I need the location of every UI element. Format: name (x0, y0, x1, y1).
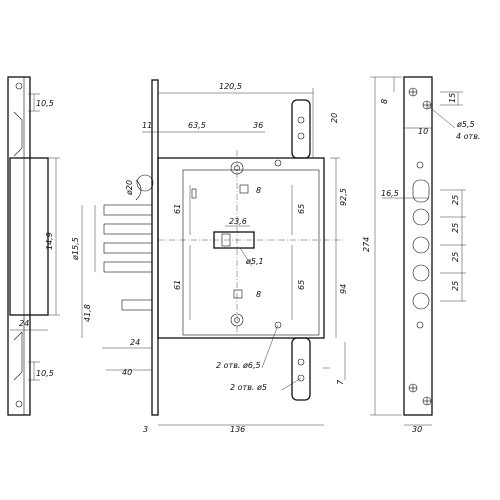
dim-41-8: 41,8 (83, 304, 92, 322)
faceplate (151, 79, 159, 416)
dim-14-9: 14,9 (45, 232, 54, 250)
bolt-hole-3 (412, 264, 430, 282)
dim-4-holes: 4 отв. (456, 132, 480, 141)
bolt-4 (103, 261, 153, 273)
dim-61-upper: 61 (173, 204, 182, 214)
dim-25-c: 25 (451, 252, 460, 262)
dim-92-5: 92,5 (339, 188, 348, 206)
dim-65-upper: 65 (297, 204, 306, 214)
dim-136: 136 (230, 425, 245, 434)
callout-holes-6-5: 2 отв. ø6,5 (216, 361, 261, 370)
dim-25-b: 25 (451, 223, 460, 233)
top-tab-hole (297, 116, 305, 124)
dim-8-upper: 8 (256, 186, 261, 195)
upper-square (239, 184, 249, 194)
latch-slot (412, 179, 430, 203)
dim-20-top: 20 (330, 113, 339, 123)
dim-61-lower: 61 (173, 280, 182, 290)
dim-63-5: 63,5 (188, 121, 206, 130)
dim-11: 11 (142, 121, 152, 130)
strike-lip-bottom (13, 331, 23, 381)
bolt-hole-4 (412, 292, 430, 310)
dim-10-5-top: 10,5 (36, 99, 54, 108)
top-mount-tab (291, 99, 311, 159)
dim-23-6: 23,6 (229, 217, 247, 226)
dim-phi20: ø20 (125, 180, 134, 196)
dim-10: 10 (418, 127, 428, 136)
dim-40: 40 (122, 368, 132, 377)
dim-8-lower: 8 (256, 290, 261, 299)
bolt-2 (103, 223, 153, 235)
faceplate-view: 274 8 15 10 ø5,5 4 отв. 16,5 25 25 25 25… (362, 76, 480, 434)
dim-94: 94 (339, 284, 348, 294)
dim-7: 7 (336, 379, 345, 385)
callout-holes-5: 2 отв. ø5 (230, 383, 267, 392)
dim-15: 15 (448, 93, 457, 103)
dim-25-a: 25 (451, 195, 460, 205)
bottom-mount-tab (291, 337, 311, 401)
dim-8-right: 8 (380, 99, 389, 104)
strike-plate-view: 10,5 14,9 24 10,5 (7, 76, 60, 416)
dim-10-5-bottom: 10,5 (36, 369, 54, 378)
bolt-hole-2 (412, 236, 430, 254)
dim-30: 30 (412, 425, 422, 434)
dim-24-left: 24 (19, 319, 29, 328)
lock-body-view: 120,5 63,5 36 11 20 92,5 ø20 8 61 65 23,… (71, 79, 348, 434)
dim-16-5: 16,5 (381, 189, 399, 198)
strike-lip-top (13, 111, 23, 157)
dim-3: 3 (143, 425, 148, 434)
dim-phi5-1: ø5,1 (245, 257, 264, 266)
dim-65-lower: 65 (297, 280, 306, 290)
dim-24-mid: 24 (130, 338, 140, 347)
case-screw-bottom (274, 321, 282, 329)
strike-box (9, 157, 49, 316)
lock-case-outer (157, 157, 325, 339)
bolt-hole-1 (412, 208, 430, 226)
lower-square (233, 289, 243, 299)
faceplate-front-outline (403, 76, 433, 416)
bolt-3 (103, 242, 153, 254)
strike-screw-hole-top (15, 82, 23, 90)
dim-120-5: 120,5 (219, 82, 242, 91)
strike-plate-outline (7, 76, 31, 416)
dim-phi5-5: ø5,5 (456, 120, 475, 129)
lock-case-inner (182, 169, 320, 336)
case-screw-top (274, 159, 282, 167)
bolt-1 (103, 204, 153, 216)
latch-bolt (121, 299, 153, 311)
strike-screw-hole-bottom (15, 400, 23, 408)
dim-274: 274 (362, 237, 371, 252)
dim-36: 36 (253, 121, 263, 130)
dim-phi15-5: ø15,5 (71, 237, 80, 261)
dim-25-d: 25 (451, 281, 460, 291)
bottom-tab-hole (297, 358, 305, 366)
